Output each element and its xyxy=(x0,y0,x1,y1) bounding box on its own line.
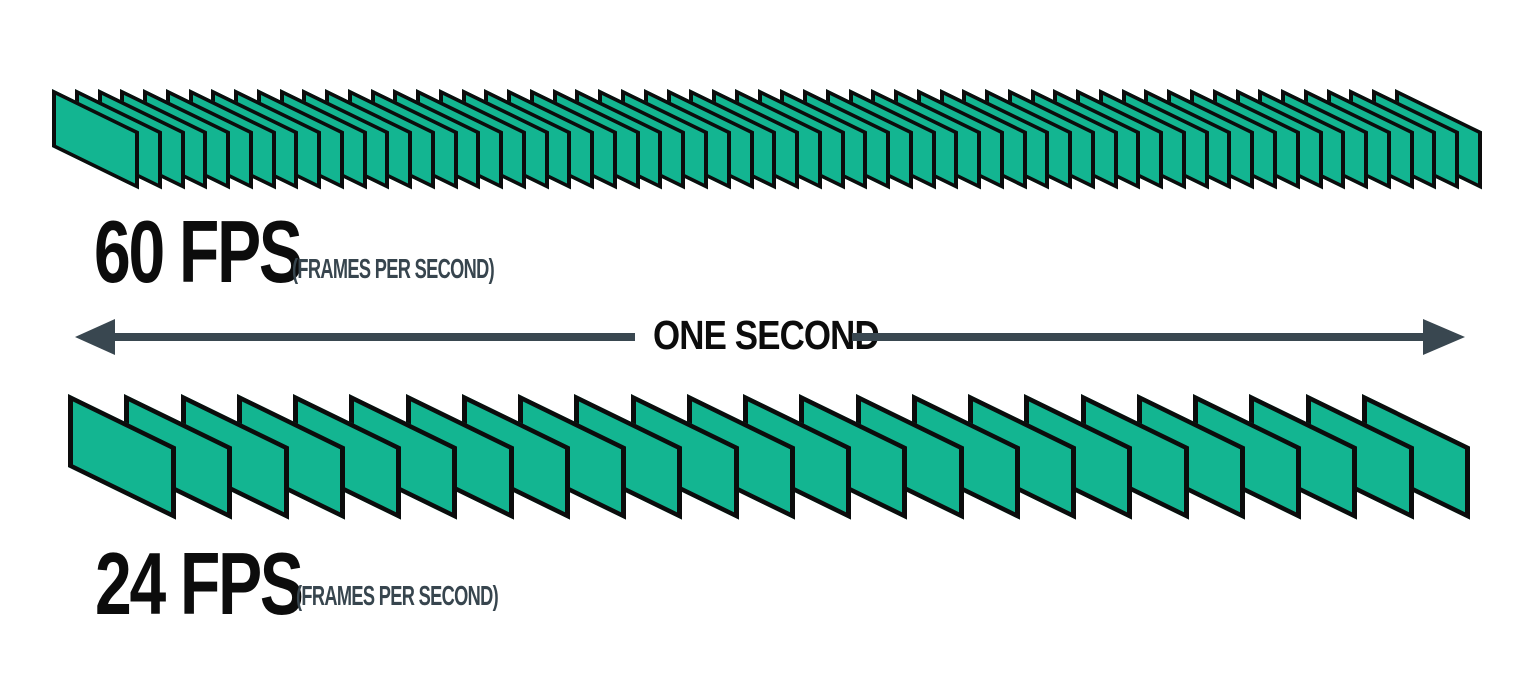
label-60fps: 60 FPS xyxy=(94,202,303,301)
label-24fps: 24 FPS xyxy=(95,534,304,633)
sublabel-24fps: (FRAMES PER SECOND) xyxy=(296,580,499,611)
one-second-label: ONE SECOND xyxy=(653,312,880,358)
arrow-right-line xyxy=(852,333,1425,341)
arrow-left-head-icon xyxy=(75,319,115,355)
sublabel-60fps: (FRAMES PER SECOND) xyxy=(292,253,495,284)
arrow-left-line xyxy=(113,333,635,341)
arrow-right-head-icon xyxy=(1423,319,1465,355)
